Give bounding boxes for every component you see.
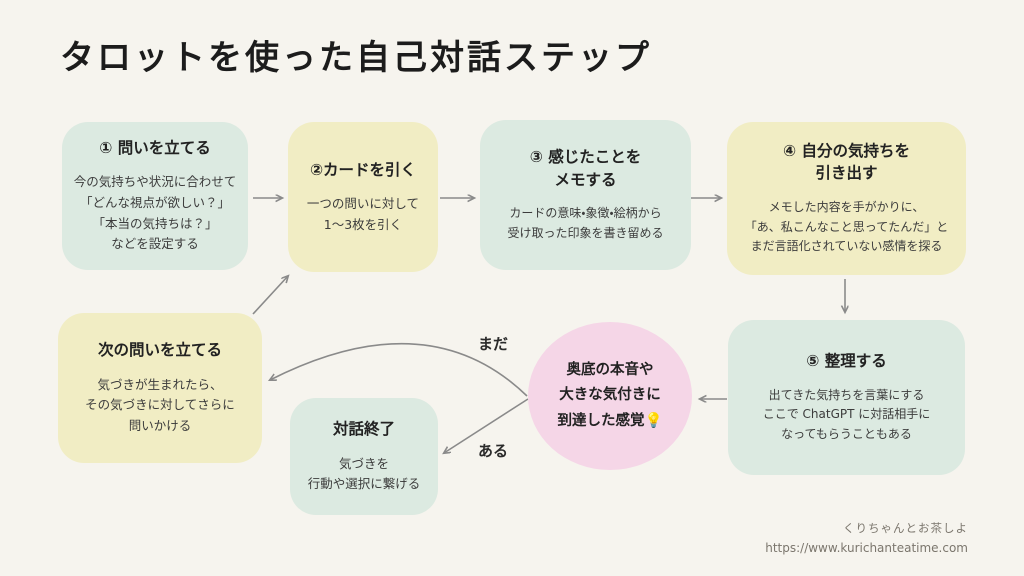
step3-body: カードの意味・象徴・絵柄から 受け取った印象を書き留める (507, 204, 663, 244)
step3-box: ③ 感じたことを メモする カードの意味・象徴・絵柄から 受け取った印象を書き留… (480, 120, 691, 270)
step1-body: 今の気持ちや状況に合わせて 「どんな視点が欲しい？」 「本当の気持ちは？」 など… (74, 172, 237, 255)
step4-heading-line2: 引き出す (815, 164, 878, 183)
step4-box: ④ 自分の気持ちを 引き出す メモした内容を手がかりに、 「あ、私こんなこと思っ… (727, 122, 966, 275)
dialogue-end-line2: 行動や選択に繋げる (307, 476, 421, 492)
branch-label-reached: ある (478, 442, 509, 460)
step5-box: ⑤ 整理する 出てきた気持ちを言葉にする ここで ChatGPT に対話相手に … (728, 320, 965, 475)
step2-box: ②カードを引く 一つの問いに対して 1〜3枚を引く (288, 122, 438, 272)
insight-line3: 到達した感覚💡 (557, 412, 663, 429)
branch-label-not-yet: まだ (478, 335, 509, 353)
next-question-body: 気づきが生まれたら、 その気づきに対してさらに 問いかける (85, 375, 235, 437)
step4-line1: メモした内容を手がかりに、 (768, 199, 925, 214)
step1-box: ① 問いを立てる 今の気持ちや状況に合わせて 「どんな視点が欲しい？」 「本当の… (62, 122, 248, 270)
dialogue-end-heading: 対話終了 (332, 420, 395, 439)
footer-brand: くりちゃんとお茶しよ (843, 521, 968, 535)
step3-line1: カードの意味・象徴・絵柄から (509, 206, 662, 221)
next-question-line2: その気づきに対してさらに (85, 397, 235, 413)
step3-heading: ③ 感じたことを メモする (530, 146, 642, 191)
insight-line1: 奥底の本音や (566, 361, 654, 378)
step2-line2: 1〜3枚を引く (323, 216, 403, 232)
dialogue-end-body: 気づきを 行動や選択に繋げる (308, 454, 421, 495)
step5-heading: ⑤ 整理する (806, 352, 887, 371)
step2-line1: 一つの問いに対して (306, 196, 420, 212)
step1-line1: 今の気持ちや状況に合わせて (73, 174, 237, 190)
step2-heading: ②カードを引く (309, 160, 417, 179)
step5-body: 出てきた気持ちを言葉にする ここで ChatGPT に対話相手に なってもらうこ… (763, 386, 931, 445)
step5-line2: ここで ChatGPT に対話相手に (762, 407, 931, 422)
footer-url: https://www.kurichanteatime.com (765, 541, 968, 556)
step3-heading-line1: ③ 感じたことを (529, 148, 642, 167)
insight-line2: 大きな気付きに (559, 387, 661, 404)
step1-line4: などを設定する (111, 236, 199, 252)
step1-line3: 「本当の気持ちは？」 (92, 215, 218, 231)
footer-credit: くりちゃんとお茶しよ https://www.kurichanteatime.c… (765, 518, 968, 559)
page-title: タロットを使った自己対話ステップ (60, 38, 652, 78)
step3-heading-line2: メモする (554, 170, 617, 189)
dialogue-end-line1: 気づきを (338, 455, 389, 471)
dialogue-end-box: 対話終了 気づきを 行動や選択に繋げる (290, 398, 438, 515)
step5-line3: なってもらうこともある (781, 427, 912, 442)
step4-line3: まだ言語化されていない感情を探る (750, 239, 943, 254)
step1-heading: ① 問いを立てる (99, 139, 211, 158)
next-question-heading: 次の問いを立てる (97, 341, 222, 360)
step4-heading-line1: ④ 自分の気持ちを (782, 141, 911, 160)
step3-line2: 受け取った印象を書き留める (507, 225, 664, 240)
arrow-next-question-to-step2 (252, 276, 288, 315)
step5-line1: 出てきた気持ちを言葉にする (768, 387, 925, 402)
insight-circle: 奥底の本音や 大きな気付きに 到達した感覚💡 (528, 322, 692, 470)
step2-body: 一つの問いに対して 1〜3枚を引く (307, 194, 419, 235)
step1-line2: 「どんな視点が欲しい？」 (79, 195, 230, 211)
step4-heading: ④ 自分の気持ちを 引き出す (783, 140, 910, 185)
step4-line2: 「あ、私こんなこと思ってたんだ」と (744, 219, 949, 234)
step4-body: メモした内容を手がかりに、 「あ、私こんなこと思ってたんだ」と まだ言語化されて… (745, 198, 948, 257)
next-question-line3: 問いかける (128, 418, 192, 434)
next-question-box: 次の問いを立てる 気づきが生まれたら、 その気づきに対してさらに 問いかける (58, 313, 262, 463)
next-question-line1: 気づきが生まれたら、 (97, 376, 223, 392)
